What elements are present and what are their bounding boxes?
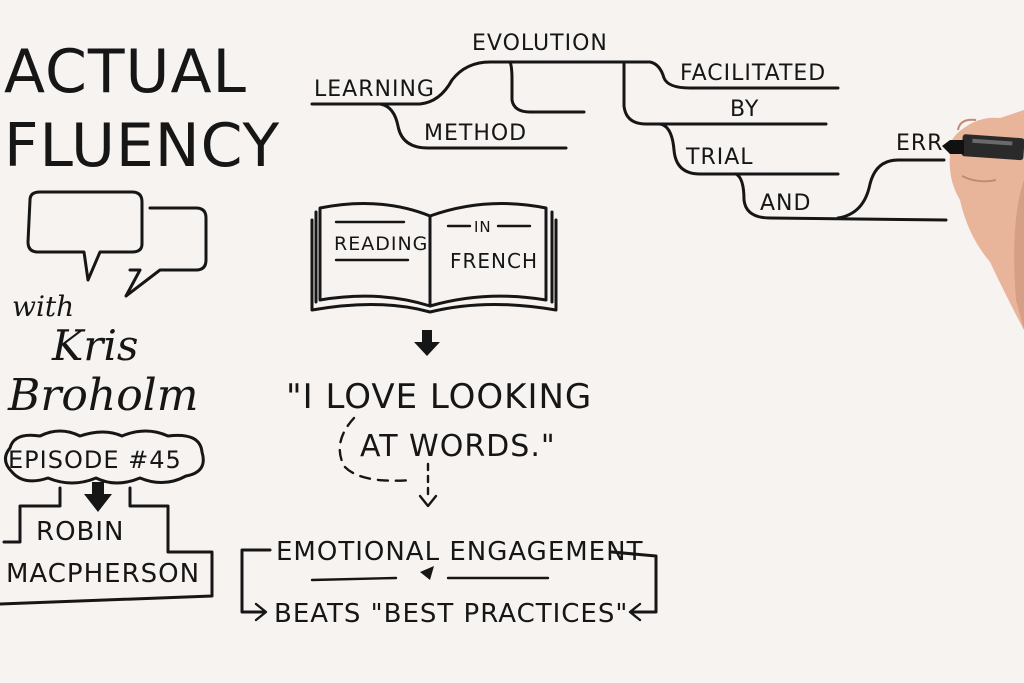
dashed-arrow-down-icon [418, 462, 438, 508]
host-with: with [12, 290, 74, 323]
book-right-bottom: FRENCH [450, 249, 538, 273]
conclusion-line-2: BEATS "BEST PRACTICES" [274, 599, 628, 629]
hand-with-marker [942, 110, 1024, 330]
flow-evolution: EVOLUTION [472, 31, 608, 56]
conclusion-block: EMOTIONAL ENGAGEMENT BEATS "BEST PRACTIC… [240, 537, 658, 629]
title-actual: ACTUAL [4, 37, 247, 107]
flow-error: ERR [896, 131, 943, 156]
quote-line-2: AT WORDS." [360, 429, 556, 464]
episode-badge: EPISODE #45 [4, 429, 205, 485]
learning-flow: LEARNING EVOLUTION METHOD FACILITATED BY… [310, 31, 948, 222]
open-book-icon: READING IN FRENCH [310, 202, 558, 314]
title-fluency: FLUENCY [4, 111, 280, 181]
host-first-name: Kris [51, 321, 138, 370]
episode-label: EPISODE #45 [8, 446, 182, 474]
conclusion-line-1: EMOTIONAL ENGAGEMENT [276, 537, 643, 567]
guest-banner: ROBIN MACPHERSON [0, 486, 214, 606]
flow-by: BY [730, 97, 759, 122]
flow-method: METHOD [424, 121, 527, 146]
quote-line-1: "I LOVE LOOKING [286, 377, 592, 417]
flow-learning: LEARNING [314, 77, 435, 102]
arrow-down-icon [414, 330, 440, 356]
flow-trial: TRIAL [685, 145, 754, 170]
host-last-name: Broholm [7, 370, 198, 421]
arrow-down-icon [84, 482, 112, 512]
dashed-swirl [338, 416, 414, 482]
book-right-top: IN [474, 218, 492, 236]
guest-first-name: ROBIN [36, 517, 124, 547]
speech-bubbles-icon [26, 190, 208, 298]
guest-last-name: MACPHERSON [6, 559, 200, 589]
flow-facilitated: FACILITATED [680, 61, 826, 86]
book-left-page: READING [334, 233, 428, 255]
flow-and: AND [760, 191, 811, 216]
marker-icon [942, 134, 1024, 161]
